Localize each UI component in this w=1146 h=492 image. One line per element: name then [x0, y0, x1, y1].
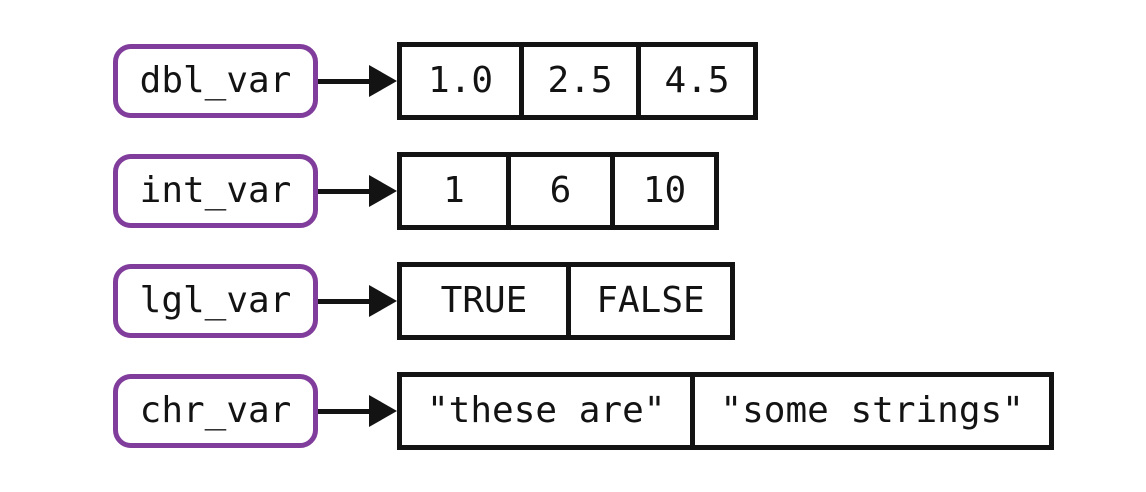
variable-name: chr_var — [139, 390, 292, 431]
vector-cell: 1.0 — [427, 60, 494, 101]
vector-cell: 6 — [506, 157, 610, 225]
vector-cell: "some strings" — [690, 377, 1048, 445]
vector-box: TRUE FALSE — [397, 262, 735, 340]
variable-row-lgl: lgl_var TRUE FALSE — [113, 262, 1054, 340]
vector-box: 1.0 2.5 4.5 — [397, 42, 758, 120]
vector-cell: 4.5 — [636, 47, 753, 115]
vector-cell: FALSE — [566, 267, 730, 335]
arrow-shaft — [318, 408, 370, 414]
variable-label-box: dbl_var — [113, 44, 318, 118]
variable-label-box: lgl_var — [113, 264, 318, 338]
right-arrow-icon — [318, 285, 397, 317]
variable-row-chr: chr_var "these are" "some strings" — [113, 372, 1054, 450]
right-arrow-icon — [318, 65, 397, 97]
arrow-shaft — [318, 188, 370, 194]
variable-label-box: int_var — [113, 154, 318, 228]
vector-cell: 2.5 — [519, 47, 636, 115]
right-arrow-icon — [318, 175, 397, 207]
variable-row-dbl: dbl_var 1.0 2.5 4.5 — [113, 42, 1054, 120]
arrow-shaft — [318, 298, 370, 304]
diagram-rows: dbl_var 1.0 2.5 4.5 int_var 1 6 — [113, 42, 1054, 450]
arrow-head — [369, 285, 397, 317]
variable-name: lgl_var — [139, 280, 292, 321]
vector-cell: 1 — [443, 170, 465, 211]
variable-label-box: chr_var — [113, 374, 318, 448]
arrow-head — [369, 395, 397, 427]
vector-cell: 10 — [610, 157, 714, 225]
vector-box: "these are" "some strings" — [397, 372, 1054, 450]
arrow-head — [369, 65, 397, 97]
right-arrow-icon — [318, 395, 397, 427]
vector-cell: "these are" — [427, 390, 666, 431]
variable-name: int_var — [139, 170, 292, 211]
vector-cell: TRUE — [440, 280, 528, 321]
variable-row-int: int_var 1 6 10 — [113, 152, 1054, 230]
vector-box: 1 6 10 — [397, 152, 719, 230]
variable-name: dbl_var — [139, 60, 292, 101]
arrow-shaft — [318, 78, 370, 84]
arrow-head — [369, 175, 397, 207]
